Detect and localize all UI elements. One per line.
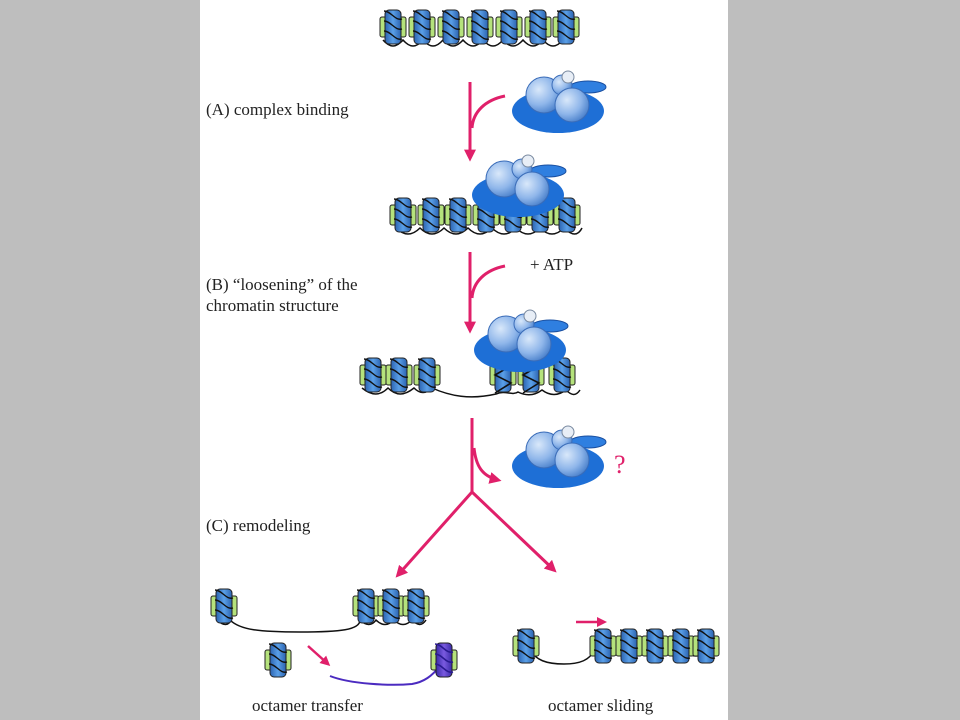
chromatin-fiber-loosened (359, 356, 581, 398)
chromatin-after-sliding (512, 628, 720, 665)
arrow-transfer (307, 645, 331, 667)
label-octamer-sliding: octamer sliding (548, 696, 654, 715)
remodeling-complex-bound (471, 154, 567, 218)
arrow-loosening (464, 252, 506, 334)
label-loosening-line1: (B) “loosening” of the (206, 275, 358, 294)
remodeling-complex-free (511, 70, 607, 134)
chromatin-fiber-bound (389, 197, 583, 235)
acceptor-dna (329, 642, 458, 686)
chromatin-remodeling-diagram (210, 9, 720, 686)
figure-panel: (A) complex binding + ATP (B) “loosening… (200, 0, 728, 720)
arrow-remodeling (395, 418, 557, 578)
label-atp: + ATP (530, 255, 574, 274)
remodeling-complex-acting (473, 309, 569, 373)
free-histone-octamer (264, 642, 292, 678)
question-mark: ? (614, 450, 626, 479)
chromatin-after-transfer (210, 588, 430, 633)
remodeling-complex-released (511, 425, 607, 489)
chromatin-fiber-initial (379, 9, 580, 47)
label-octamer-transfer: octamer transfer (252, 696, 363, 715)
arrow-binding (464, 82, 506, 162)
label-remodeling: (C) remodeling (206, 516, 311, 535)
label-loosening-line2: chromatin structure (206, 296, 339, 315)
label-complex-binding: (A) complex binding (206, 100, 349, 119)
